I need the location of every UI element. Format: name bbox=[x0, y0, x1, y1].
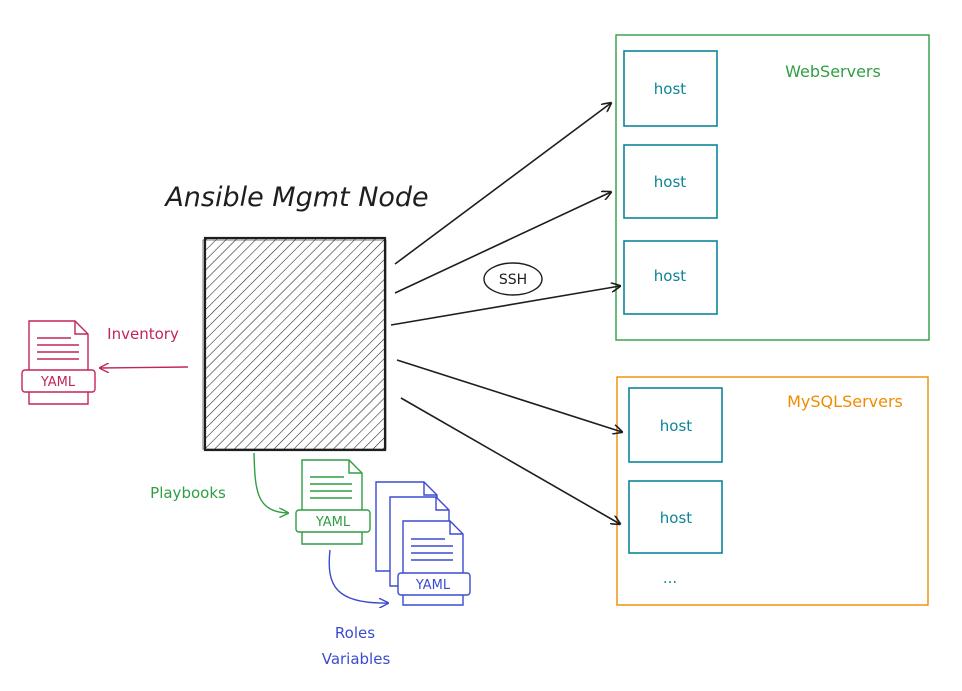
mysqlservers-label: MySQLServers bbox=[787, 392, 903, 411]
playbooks-label: Playbooks bbox=[150, 484, 226, 502]
playbooks-yaml-label: YAML bbox=[315, 515, 351, 530]
playbooks-file bbox=[295, 459, 371, 545]
roles-arrow bbox=[328, 549, 388, 603]
web-host-3: host bbox=[623, 240, 718, 315]
host-label: host bbox=[654, 80, 686, 98]
inventory-file bbox=[21, 320, 96, 405]
ssh-arrow-web-1 bbox=[394, 103, 611, 265]
ssh-badge: SSH bbox=[483, 262, 543, 296]
host-label: host bbox=[654, 267, 686, 285]
webservers-label: WebServers bbox=[785, 62, 881, 81]
more-hosts-ellipsis: ... bbox=[663, 569, 677, 587]
inventory-yaml-label: YAML bbox=[40, 375, 76, 390]
host-label: host bbox=[660, 509, 692, 527]
mysqlservers-group: MySQLServers host host ... bbox=[616, 376, 929, 606]
variables-label: Variables bbox=[322, 650, 391, 668]
ssh-connections bbox=[390, 103, 622, 524]
ssh-label: SSH bbox=[499, 272, 527, 288]
playbooks-arrow bbox=[253, 452, 288, 513]
webservers-group: WebServers host host host bbox=[615, 34, 930, 341]
host-label: host bbox=[660, 417, 692, 435]
management-node bbox=[202, 236, 387, 452]
roles-label: Roles bbox=[335, 624, 375, 642]
ssh-arrow-mysql-1 bbox=[396, 359, 622, 432]
mysql-host-2: host bbox=[628, 480, 723, 554]
roles-files-stack bbox=[375, 481, 471, 606]
inventory-arrow bbox=[100, 367, 189, 368]
ssh-arrow-web-3 bbox=[390, 286, 620, 326]
web-host-2: host bbox=[623, 144, 718, 219]
ssh-arrow-web-2 bbox=[394, 192, 611, 294]
host-label: host bbox=[654, 173, 686, 191]
web-host-1: host bbox=[623, 50, 718, 127]
roles-yaml-label: YAML bbox=[415, 578, 451, 593]
inventory-label: Inventory bbox=[107, 325, 179, 343]
diagram-title: Ansible Mgmt Node bbox=[163, 182, 428, 213]
mysql-host-1: host bbox=[628, 387, 723, 463]
ssh-arrow-mysql-2 bbox=[400, 397, 620, 524]
